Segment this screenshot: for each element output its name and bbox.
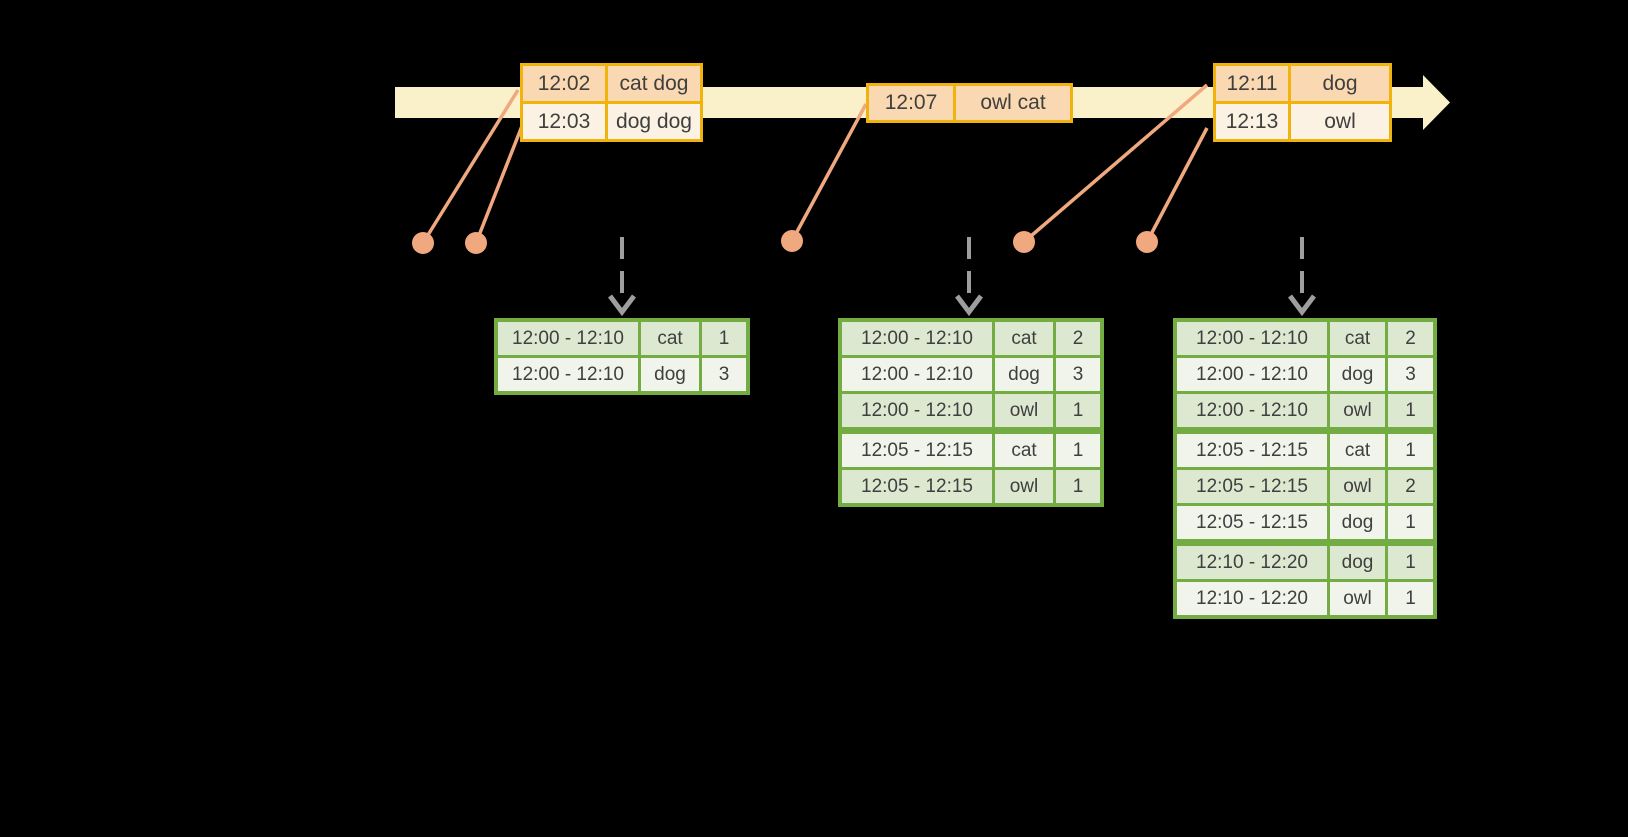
table-cell: owl (1330, 582, 1385, 615)
table-cell: 12:00 - 12:10 (498, 358, 638, 391)
table-cell: owl (995, 394, 1053, 427)
table-cell: 1 (1056, 394, 1100, 427)
event-dot (412, 232, 434, 254)
table-cell: dog (995, 358, 1053, 391)
table-cell: 12:05 - 12:15 (1177, 434, 1327, 467)
table-cell: owl (1330, 394, 1385, 427)
table-cell: cat (1330, 322, 1385, 355)
table-cell: 2 (1388, 470, 1433, 503)
event-dot (465, 232, 487, 254)
table-cell: 2 (1388, 322, 1433, 355)
table-cell: 3 (1056, 358, 1100, 391)
table-cell: 1 (1056, 434, 1100, 467)
table-cell: 1 (1056, 470, 1100, 503)
table-cell: cat (995, 434, 1053, 467)
table-cell: 12:00 - 12:10 (1177, 394, 1327, 427)
table-cell: 3 (1388, 358, 1433, 391)
timeline-arrowhead-icon (1423, 75, 1450, 130)
table-cell: 12:00 - 12:10 (842, 358, 992, 391)
trigger-arrowhead-icon (955, 294, 983, 317)
table-cell: 2 (1056, 322, 1100, 355)
table-cell: dog (1330, 358, 1385, 391)
table-cell: 12:10 - 12:20 (1177, 546, 1327, 579)
table-cell: 1 (1388, 506, 1433, 539)
table-cell: dog (1291, 66, 1389, 101)
connector-line (474, 125, 524, 244)
table-cell: 12:00 - 12:10 (842, 394, 992, 427)
table-cell: 1 (1388, 434, 1433, 467)
table-cell: 12:05 - 12:15 (1177, 470, 1327, 503)
table-cell: 12:13 (1216, 104, 1288, 139)
trigger-arrowhead-icon (608, 294, 636, 317)
table-cell: owl (1291, 104, 1389, 139)
table-cell: owl cat (956, 86, 1070, 120)
table-cell: 1 (1388, 582, 1433, 615)
connector-line (790, 103, 868, 242)
table-cell: 1 (1388, 546, 1433, 579)
connector-line (1022, 83, 1209, 244)
table-cell: cat (1330, 434, 1385, 467)
table-cell: 3 (702, 358, 746, 391)
event-dot (781, 230, 803, 252)
table-cell: owl (995, 470, 1053, 503)
table-cell: 12:00 - 12:10 (1177, 322, 1327, 355)
table-cell: 12:11 (1216, 66, 1288, 101)
event-dot (1013, 231, 1035, 253)
table-cell: cat (995, 322, 1053, 355)
table-cell: 12:02 (523, 66, 605, 101)
table-cell: 12:05 - 12:15 (842, 434, 992, 467)
table-cell: owl (1330, 470, 1385, 503)
table-cell: 1 (702, 322, 746, 355)
table-cell: dog (1330, 546, 1385, 579)
connector-line (1145, 127, 1209, 243)
table-cell: cat (641, 322, 699, 355)
table-cell: 12:03 (523, 104, 605, 139)
table-cell: dog (1330, 506, 1385, 539)
connector-line (421, 89, 520, 244)
table-cell: 1 (1388, 394, 1433, 427)
table-cell: 12:05 - 12:15 (842, 470, 992, 503)
table-cell: dog (641, 358, 699, 391)
table-cell: 12:00 - 12:10 (498, 322, 638, 355)
table-cell: 12:10 - 12:20 (1177, 582, 1327, 615)
table-cell: cat dog (608, 66, 700, 101)
table-cell: dog dog (608, 104, 700, 139)
table-cell: 12:00 - 12:10 (1177, 358, 1327, 391)
trigger-arrowhead-icon (1288, 294, 1316, 317)
table-cell: 12:07 (869, 86, 953, 120)
event-dot (1136, 231, 1158, 253)
table-cell: 12:05 - 12:15 (1177, 506, 1327, 539)
table-cell: 12:00 - 12:10 (842, 322, 992, 355)
